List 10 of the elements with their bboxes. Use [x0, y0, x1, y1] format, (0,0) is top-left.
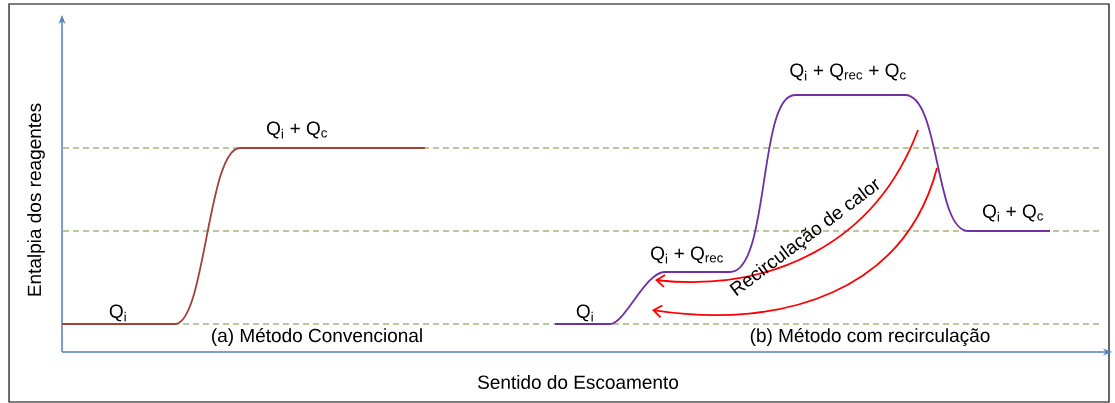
axis-title: Entalpia dos reagentes — [27, 103, 45, 296]
level-label: Q$_{i}$ + Q$_{rec}$ — [651, 246, 723, 264]
panel-caption: (b) Método com recirculação — [750, 328, 990, 346]
panel-caption: (a) Método Convencional — [212, 328, 422, 346]
level-label: Q$_{i}$ — [576, 304, 593, 322]
level-label: Q$_{i}$ — [109, 304, 126, 322]
level-label: Q$_{i}$ + Q$_{c}$ — [983, 204, 1044, 222]
level-label: Q$_{i}$ + Q$_{c}$ — [267, 121, 328, 139]
axis-title: Sentido do Escoamento — [478, 375, 679, 389]
level-label: Q$_{i}$ + Q$_{rec}$ + Q$_{c}$ — [790, 63, 906, 81]
